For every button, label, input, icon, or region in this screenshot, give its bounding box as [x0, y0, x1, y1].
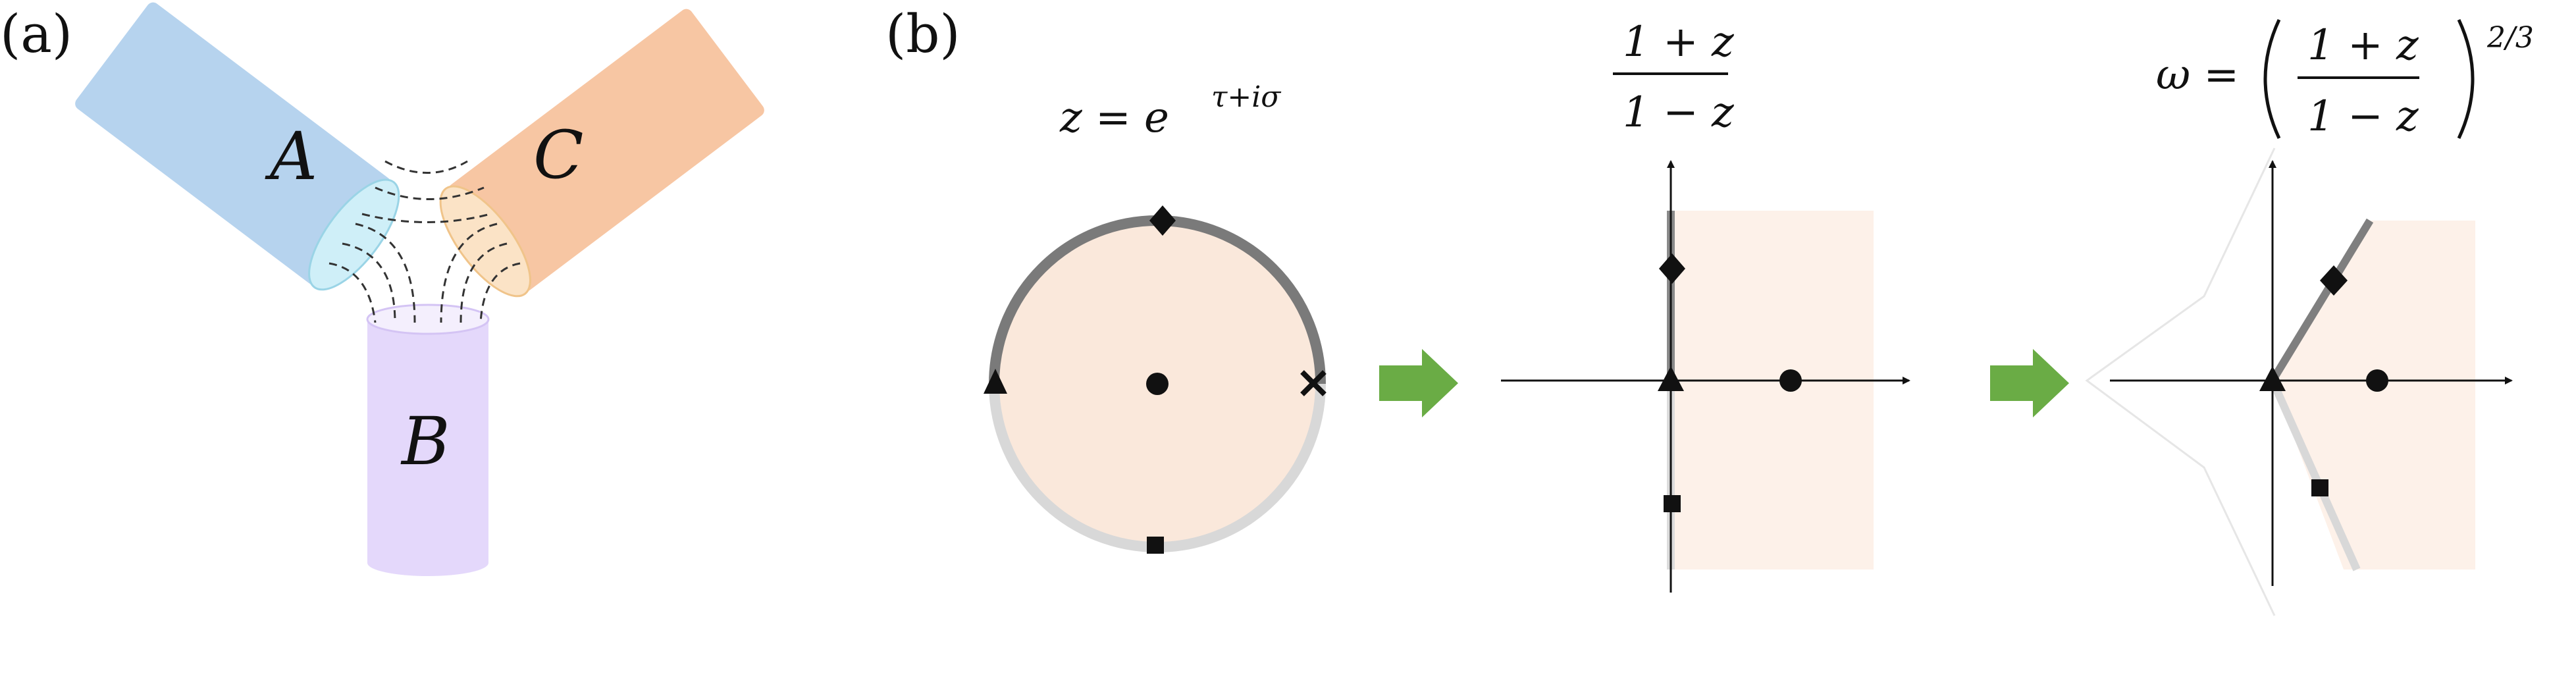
dashed-junction-lines [329, 160, 521, 323]
diamond-marker [2320, 265, 2348, 296]
map1-formula-exponent: τ+iσ [1211, 80, 1282, 114]
wedge-region [2273, 221, 2475, 570]
map2-numerator: 1 + z [1623, 18, 1735, 66]
diamond-marker [1659, 253, 1685, 284]
square-marker [1664, 495, 1681, 512]
faint-wedge-outline [2085, 147, 2276, 616]
lower-wedge-boundary [2269, 379, 2361, 571]
diamond-marker [1149, 205, 1176, 236]
map1-formula-base: z = e [1059, 93, 1169, 142]
green-arrow-2 [1990, 349, 2069, 417]
triangle-marker [984, 369, 1007, 394]
panel-b-label: (b) [885, 3, 960, 65]
panel-a-tubes: A B C [75, 2, 764, 576]
panel-b-disk: z = e τ+iσ [984, 80, 1327, 554]
right-paren [2457, 18, 2475, 140]
tube-b [366, 304, 490, 576]
map2-denominator: 1 − z [1623, 88, 1735, 137]
upper-wedge-boundary [2269, 218, 2374, 383]
map3-exponent: 2/3 [2486, 21, 2534, 55]
square-marker [1147, 537, 1164, 554]
tube-b-label: B [400, 403, 450, 480]
cross-icon [1300, 370, 1327, 396]
tube-c-label: C [533, 117, 584, 194]
tube-a [75, 2, 400, 291]
circle-marker [1779, 369, 1802, 392]
triangle-marker [2259, 366, 2286, 391]
map3-denominator: 1 − z [2307, 92, 2419, 141]
panel-a-label: (a) [0, 3, 73, 65]
circle-marker [1146, 373, 1169, 395]
green-arrow-1 [1379, 349, 1458, 417]
triangle-marker [1658, 366, 1684, 391]
panel-b-wedge: ω = 1 + z 1 − z 2/3 [2085, 18, 2534, 616]
map3-numerator: 1 + z [2307, 21, 2419, 70]
tube-c [439, 9, 764, 298]
square-marker [2311, 479, 2328, 496]
panel-b-halfplane: 1 + z 1 − z [1501, 18, 1910, 593]
tube-a-label: A [265, 118, 317, 195]
map3-lhs: ω = [2156, 51, 2239, 99]
left-paren [2263, 18, 2281, 140]
circle-marker [2366, 369, 2388, 392]
right-halfplane-region [1671, 211, 1874, 570]
